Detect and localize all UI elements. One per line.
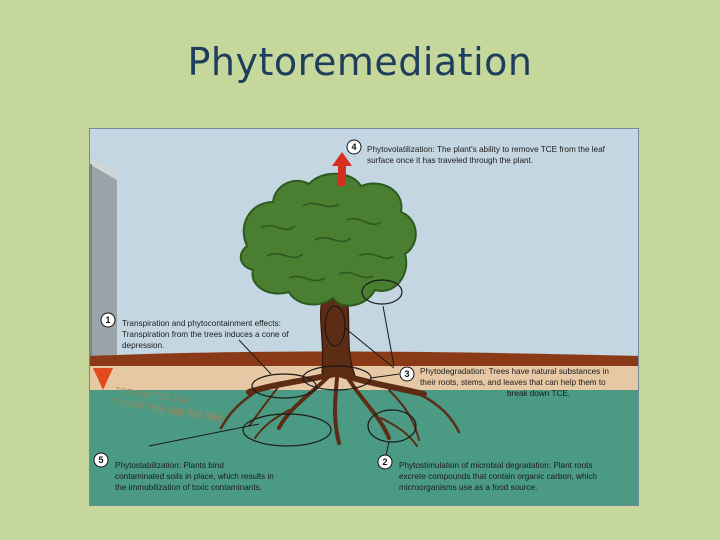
svg-text:microorganisms use as a food s: microorganisms use as a food source. — [399, 483, 537, 492]
annotation-phytostimulation: 2 Phytostimulation of microbial degradat… — [377, 454, 597, 492]
leaf-highlight — [361, 279, 403, 305]
svg-text:Phytostimulation of microbial: Phytostimulation of microbial degradatio… — [399, 461, 592, 470]
annotation-phytovolatilization: 4 Phytovolatilization: The plant's abili… — [346, 139, 606, 165]
svg-text:Transpiration and phytocontain: Transpiration and phytocontainment effec… — [122, 319, 281, 328]
annotation-phytodegradation: 3 Phytodegradation: Trees have natural s… — [399, 366, 609, 398]
contaminant-source — [93, 368, 113, 390]
groundwater — [89, 390, 639, 506]
svg-text:their roots, stems, and leaves: their roots, stems, and leaves that can … — [420, 378, 606, 387]
tree-canopy — [239, 172, 417, 307]
volatilization-arrow — [332, 152, 352, 186]
svg-text:the immobilization of toxic co: the immobilization of toxic contaminants… — [115, 483, 262, 492]
annotation-transpiration: 1 Transpiration and phytocontainment eff… — [100, 312, 289, 350]
svg-text:3: 3 — [404, 369, 409, 379]
svg-text:5: 5 — [98, 455, 103, 465]
svg-text:Phytodegradation: Trees have n: Phytodegradation: Trees have natural sub… — [420, 367, 609, 376]
svg-text:Phytovolatilization: The plant: Phytovolatilization: The plant's ability… — [367, 145, 606, 154]
svg-text:excrete compounds that contain: excrete compounds that contain organic c… — [399, 472, 597, 481]
svg-text:4: 4 — [351, 142, 356, 152]
svg-text:Transpiration from the trees i: Transpiration from the trees induces a c… — [122, 330, 289, 339]
building — [89, 156, 117, 374]
groundwater-highlight — [242, 413, 332, 447]
svg-text:contaminated soils in place, w: contaminated soils in place, which resul… — [115, 472, 274, 481]
svg-text:1: 1 — [105, 315, 110, 325]
svg-text:2: 2 — [382, 457, 387, 467]
soil-highlight — [251, 373, 317, 399]
trunk-highlight — [324, 305, 346, 347]
svg-text:surface once it has traveled t: surface once it has traveled through the… — [367, 156, 533, 165]
svg-text:depression.: depression. — [122, 341, 164, 350]
tree-roots — [219, 371, 461, 447]
phytoremediation-diagram: TCE TCE TCE TCE TCE TCE TCE TCE TCE TCE … — [89, 128, 639, 506]
svg-text:Phytostabilization: Plants bin: Phytostabilization: Plants bind — [115, 461, 224, 470]
slide-title: Phytoremediation — [187, 40, 533, 84]
annotation-phytostabilization: 5 Phytostabilization: Plants bind contam… — [93, 452, 274, 492]
ground-surface — [89, 351, 639, 368]
svg-text:break down TCE.: break down TCE. — [507, 389, 570, 398]
microbe-highlight — [367, 409, 417, 443]
